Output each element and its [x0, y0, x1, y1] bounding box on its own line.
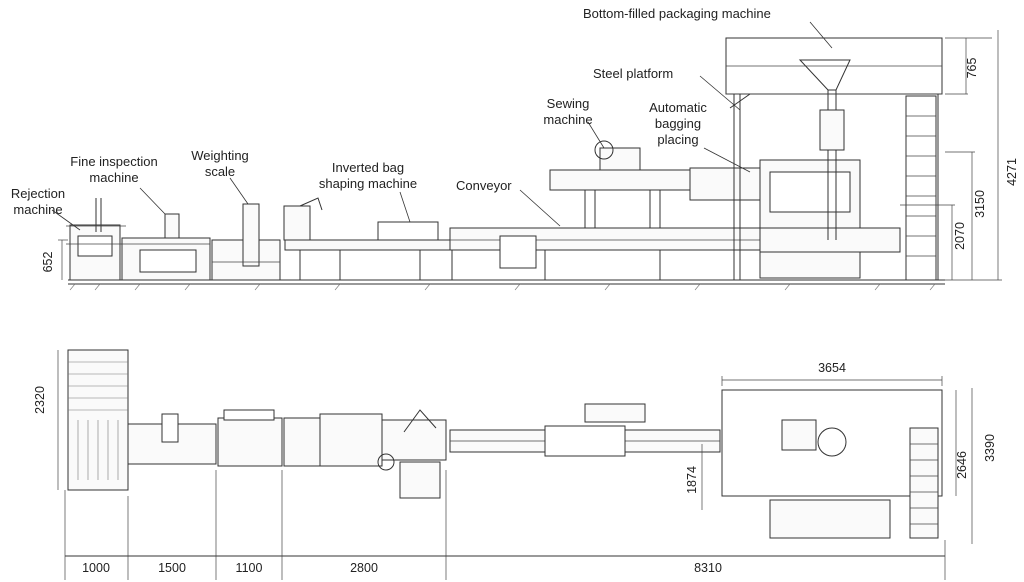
dim-765: 765: [965, 58, 979, 79]
dim-2320: 2320: [33, 386, 47, 414]
inverted-bag-shaping-side: [283, 197, 456, 280]
dim-1100: 1100: [236, 561, 263, 575]
label-bottom-filled-packaging: Bottom-filled packaging machine: [583, 6, 771, 21]
label-automatic-1: Automatic: [649, 100, 707, 115]
inspection-scale-plan: [127, 409, 447, 499]
label-rejection-2: machine: [13, 202, 62, 217]
side-elevation-view: Bottom-filled packaging machine Steel pl…: [11, 6, 1019, 291]
label-fine-inspection-1: Fine inspection: [70, 154, 157, 169]
side-dimension-lines: [58, 30, 1002, 281]
conveyor-side: [449, 227, 761, 280]
fine-inspection-machine-side: [121, 213, 211, 281]
dim-4271: 4271: [1005, 158, 1019, 186]
label-automatic-3: placing: [657, 132, 698, 147]
label-sewing-1: Sewing: [547, 96, 590, 111]
label-sewing-2: machine: [543, 112, 592, 127]
dim-1000: 1000: [82, 561, 110, 575]
label-steel-platform: Steel platform: [593, 66, 673, 81]
bagging-packaging-side: [689, 90, 901, 279]
label-weighting-2: scale: [205, 164, 235, 179]
label-inverted-bag-1: Inverted bag: [332, 160, 404, 175]
dim-1874: 1874: [685, 466, 699, 494]
dim-8310: 8310: [694, 561, 722, 575]
weighting-scale-side: [211, 203, 281, 281]
plan-view: 2320 3654 1874 2646 3390: [33, 349, 997, 544]
bottom-dimensions: 1000 1500 1100 2800 8310: [64, 470, 946, 580]
label-automatic-2: bagging: [655, 116, 701, 131]
dim-1500: 1500: [158, 561, 186, 575]
steel-platform-side: [725, 37, 943, 281]
label-fine-inspection-2: machine: [89, 170, 138, 185]
dim-3654: 3654: [818, 361, 846, 375]
packaging-platform-plan: [721, 389, 943, 539]
dim-3150: 3150: [973, 190, 987, 218]
label-inverted-bag-2: shaping machine: [319, 176, 417, 191]
dim-2646: 2646: [955, 451, 969, 479]
plan-dimension-lines: [57, 350, 973, 544]
sewing-machine-side: [549, 140, 691, 228]
dim-652: 652: [41, 252, 55, 273]
dim-2070: 2070: [953, 222, 967, 250]
rejection-plan: [67, 349, 129, 491]
rejection-machine-side: [66, 198, 126, 281]
dim-2800: 2800: [350, 561, 378, 575]
dim-3390: 3390: [983, 434, 997, 462]
conveyor-plan: [449, 403, 721, 457]
label-conveyor: Conveyor: [456, 178, 512, 193]
label-leaders: [51, 21, 833, 231]
label-rejection-1: Rejection: [11, 186, 65, 201]
label-weighting-1: Weighting: [191, 148, 249, 163]
